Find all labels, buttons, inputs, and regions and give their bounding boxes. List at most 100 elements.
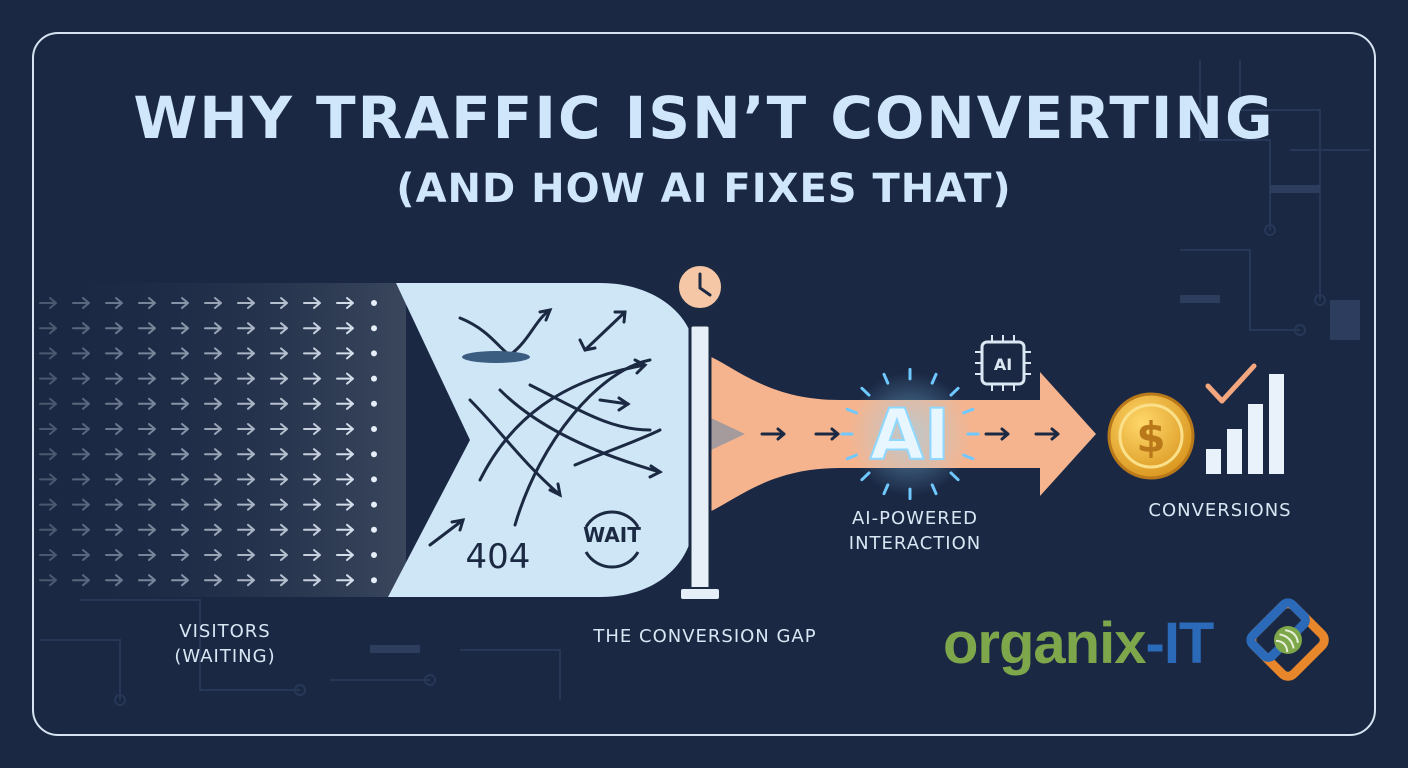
arrow-icon [237, 523, 255, 536]
ai-ray [949, 386, 960, 397]
arrow-icon [336, 423, 354, 435]
arrow-icon [237, 423, 255, 435]
visitor-dot [371, 426, 377, 432]
arrow-icon [105, 473, 123, 486]
brand-part-2: -IT [1145, 611, 1215, 676]
dip-icon [462, 351, 530, 363]
conversions-label: CONVERSIONS [1148, 500, 1292, 521]
arrow-icon [237, 397, 255, 410]
chart-bar [1206, 449, 1221, 474]
page-subtitle: (AND HOW AI FIXES THAT) [396, 166, 1012, 212]
bar-chart-icon [1206, 374, 1284, 474]
arrow-icon [72, 423, 90, 435]
chart-bar [1248, 404, 1263, 474]
arrow-icon [39, 574, 57, 587]
chaos-paths [428, 307, 663, 547]
arrow-icon [171, 574, 189, 587]
ai-ray [845, 453, 858, 461]
arrow-icon [204, 549, 222, 561]
arrow-icon [270, 473, 288, 486]
wait-icon: WAIT [583, 510, 641, 569]
coin-icon [1107, 392, 1195, 480]
arrow-icon [204, 347, 222, 360]
arrow-icon [138, 372, 156, 385]
arrow-icon [138, 423, 156, 435]
visitor-dot [371, 350, 377, 357]
arrow-icon [171, 473, 189, 486]
brand-logo-text: organix-IT [943, 611, 1215, 676]
arrow-icon [72, 322, 90, 335]
arrow-icon [303, 347, 321, 360]
arrow-icon [303, 523, 321, 536]
arrow-icon [138, 297, 156, 309]
arrow-icon [72, 473, 90, 486]
arrow-icon [270, 498, 288, 511]
error-404-text: 404 [466, 537, 531, 577]
arrow-icon [72, 549, 90, 561]
arrow-icon [336, 498, 354, 511]
visitor-dot [371, 300, 377, 306]
arrow-icon [336, 523, 354, 536]
ai-ray [930, 483, 938, 496]
arrow-icon [171, 372, 189, 385]
visitor-dot [371, 400, 377, 407]
arrow-icon [270, 297, 288, 309]
visitor-dot [371, 577, 377, 584]
ai-ray [845, 407, 858, 415]
arrow-icon [237, 347, 255, 360]
arrow-icon [72, 372, 90, 385]
arrow-icon [171, 347, 189, 360]
ai-rays [840, 367, 980, 501]
arrow-icon [303, 498, 321, 511]
arrow-icon [72, 498, 90, 511]
arrow-icon [303, 473, 321, 486]
arrow-icon [270, 448, 288, 461]
arrow-icon [171, 297, 189, 309]
conversion-gap-label: THE CONVERSION GAP [593, 626, 817, 647]
brand-part-1: organix [943, 611, 1146, 676]
arrow-icon [138, 498, 156, 511]
ai-text: AI [870, 394, 950, 476]
arrow-icon [138, 574, 156, 587]
arrow-icon [237, 498, 255, 511]
arrow-icon [72, 574, 90, 587]
arrow-icon [204, 423, 222, 435]
visitor-dot [371, 552, 377, 558]
arrow-icon [237, 473, 255, 486]
visitors-label: VISITORS (WAITING) [174, 621, 276, 667]
visitor-dot [371, 501, 377, 508]
wait-text: WAIT [583, 523, 641, 547]
arrow-icon [303, 397, 321, 410]
arrow-icon [760, 427, 786, 441]
arrow-icon [204, 523, 222, 536]
arrow-icon [270, 523, 288, 536]
arrow-icon [39, 423, 57, 435]
ai-ray [882, 483, 890, 496]
arrow-icon [237, 372, 255, 385]
arrow-icon [39, 549, 57, 561]
arrow-icon [204, 397, 222, 410]
arrow-icon [237, 322, 255, 335]
arrow-icon [336, 448, 354, 461]
arrow-icon [270, 347, 288, 360]
arrow-icon [237, 549, 255, 561]
arrow-icon [336, 297, 354, 309]
arrow-icon [303, 549, 321, 561]
arrow-icon [270, 574, 288, 587]
arrow-icon [72, 448, 90, 461]
arrow-icon [138, 397, 156, 410]
arrow-icon [105, 423, 123, 435]
logo-icon [1246, 598, 1329, 681]
arrow-icon [237, 297, 255, 309]
arrow-icon [171, 322, 189, 335]
arrow-icon [105, 347, 123, 360]
arrow-icon [105, 297, 123, 309]
arrow-icon [303, 574, 321, 587]
arrow-icon [171, 498, 189, 511]
arrow-icon [105, 574, 123, 587]
circuit-dots [370, 185, 1360, 653]
arrow-icon [39, 448, 57, 461]
visitor-dot [371, 375, 377, 382]
arrow-icon [72, 523, 90, 536]
